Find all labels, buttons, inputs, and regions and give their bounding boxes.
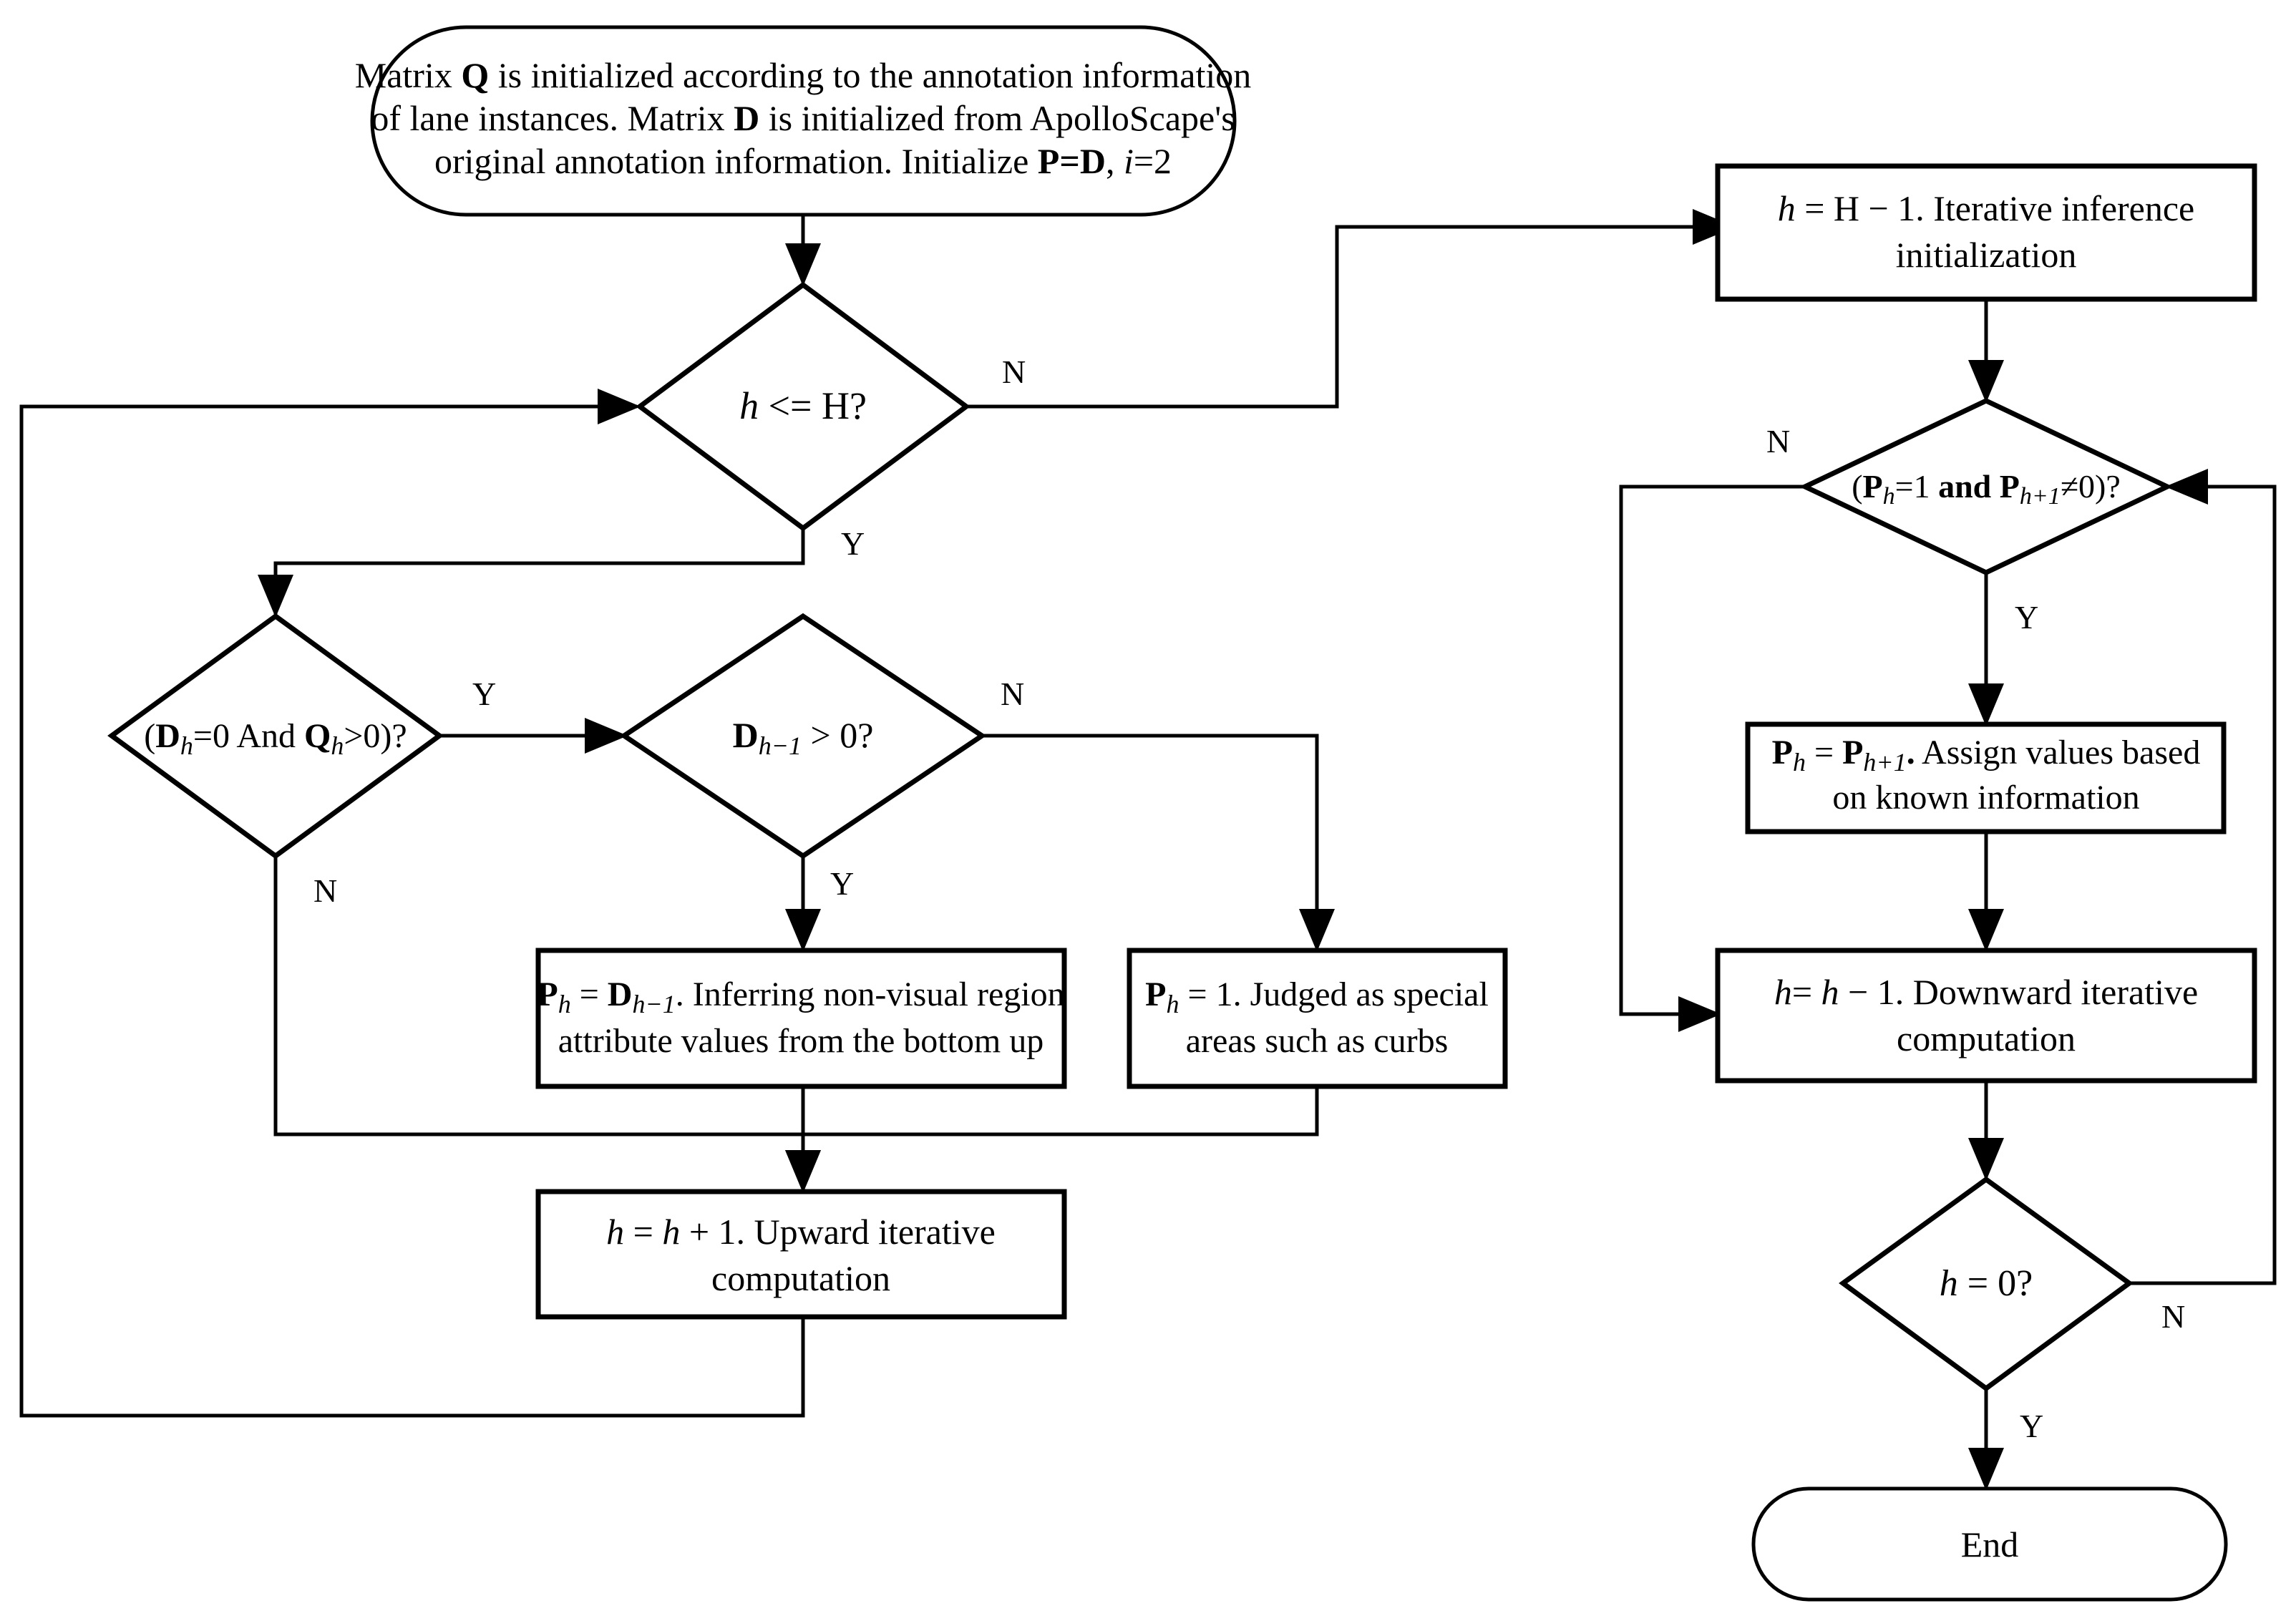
- edge-label-hleH-no: N: [1002, 354, 1026, 390]
- node-decision-p: (Ph=1 and Ph+1≠0)?: [1799, 398, 2174, 575]
- start-line-2: of lane instances. Matrix D is initializ…: [371, 98, 1235, 138]
- process-downward-shape: [1715, 948, 2257, 1084]
- edge-label-p-yes: Y: [2015, 599, 2038, 636]
- process-infer-line-2: attribute values from the bottom up: [558, 1022, 1044, 1060]
- decision-d-prev-shape: [619, 613, 987, 860]
- decision-d-prev-label: Dh−1 > 0?: [733, 715, 874, 760]
- edge-hleH-no: [966, 209, 1736, 409]
- node-process-downward: h= h − 1. Downward iterative computation: [1715, 948, 2257, 1084]
- process-curb-shape: [1127, 948, 1508, 1089]
- decision-d-q-shape: [107, 613, 444, 860]
- edge-label-p-no: N: [1766, 423, 1790, 459]
- process-init-inference-line-2: initialization: [1896, 235, 2077, 275]
- decision-d-q-label: (Dh=0 And Qh>0)?: [144, 717, 407, 760]
- start-shape: [370, 25, 1237, 217]
- process-curb-line-2: areas such as curbs: [1186, 1022, 1449, 1060]
- node-process-upward: h = h + 1. Upward iterative computation: [535, 1189, 1067, 1320]
- edge-dprev-no: [982, 734, 1335, 952]
- process-infer-line-1: Ph = Dh−1. Inferring non-visual region: [537, 975, 1064, 1018]
- process-downward-line-2: computation: [1897, 1018, 2076, 1058]
- edge-label-dprev-yes: Y: [830, 865, 854, 902]
- edge-upward-loopback: [19, 389, 805, 1418]
- process-assign-line-1: Ph = Ph+1. Assign values based: [1772, 734, 2201, 777]
- edge-label-hzero-yes: Y: [2020, 1408, 2043, 1444]
- decision-h-le-H-label: h <= H?: [739, 384, 867, 427]
- edge-label-hleH-yes: Y: [841, 525, 865, 562]
- process-assign-line-2: on known information: [1832, 779, 2139, 817]
- node-decision-d-prev: Dh−1 > 0?: [619, 613, 987, 860]
- process-assign-shape: [1745, 721, 2227, 834]
- node-decision-d-q: (Dh=0 And Qh>0)?: [107, 613, 444, 860]
- decision-h-zero-shape: [1839, 1176, 2134, 1392]
- node-start: Matrix Q is initialized according to the…: [355, 25, 1252, 217]
- node-decision-h-le-H: h <= H?: [636, 281, 971, 532]
- end-label: End: [1961, 1524, 2019, 1564]
- node-process-infer: Ph = Dh−1. Inferring non-visual region a…: [535, 948, 1067, 1089]
- process-init-inference-line-1: h = H − 1. Iterative inference: [1778, 188, 2195, 228]
- edge-pdecision-no: [1619, 485, 1807, 1032]
- node-decision-h-zero: h = 0?: [1839, 1176, 2134, 1392]
- node-end: End: [1751, 1486, 2228, 1602]
- process-curb-line-1: Ph = 1. Judged as special: [1145, 975, 1489, 1018]
- end-shape: [1751, 1486, 2228, 1602]
- process-infer-shape: [535, 948, 1067, 1089]
- process-upward-line-2: computation: [711, 1258, 890, 1298]
- node-process-curb: Ph = 1. Judged as special areas such as …: [1127, 948, 1508, 1089]
- decision-h-zero-label: h = 0?: [1940, 1263, 2033, 1304]
- edge-hzero-no: [2129, 469, 2277, 1285]
- start-line-3: original annotation information. Initial…: [434, 141, 1172, 181]
- edge-curb-to-upward: [803, 1086, 1319, 1136]
- process-init-inference-shape: [1715, 163, 2257, 302]
- edge-label-dq-no: N: [313, 872, 337, 909]
- decision-p-label: (Ph=1 and Ph+1≠0)?: [1852, 468, 2121, 510]
- process-downward-line-1: h= h − 1. Downward iterative: [1774, 972, 2198, 1012]
- edge-label-dq-yes: Y: [472, 676, 496, 712]
- node-process-init-inference: h = H − 1. Iterative inference initializ…: [1715, 163, 2257, 302]
- process-upward-shape: [535, 1189, 1067, 1320]
- edge-label-dprev-no: N: [1001, 676, 1024, 712]
- edge-label-hzero-no: N: [2161, 1298, 2185, 1335]
- process-upward-line-1: h = h + 1. Upward iterative: [606, 1212, 996, 1252]
- decision-p-shape: [1799, 398, 2174, 575]
- decision-h-le-H-shape: [636, 281, 971, 532]
- edge-hleH-yes: [258, 530, 805, 618]
- start-line-1: Matrix Q is initialized according to the…: [355, 55, 1252, 95]
- edge-layer: [19, 209, 2277, 1491]
- node-process-assign: Ph = Ph+1. Assign values based on known …: [1745, 721, 2227, 834]
